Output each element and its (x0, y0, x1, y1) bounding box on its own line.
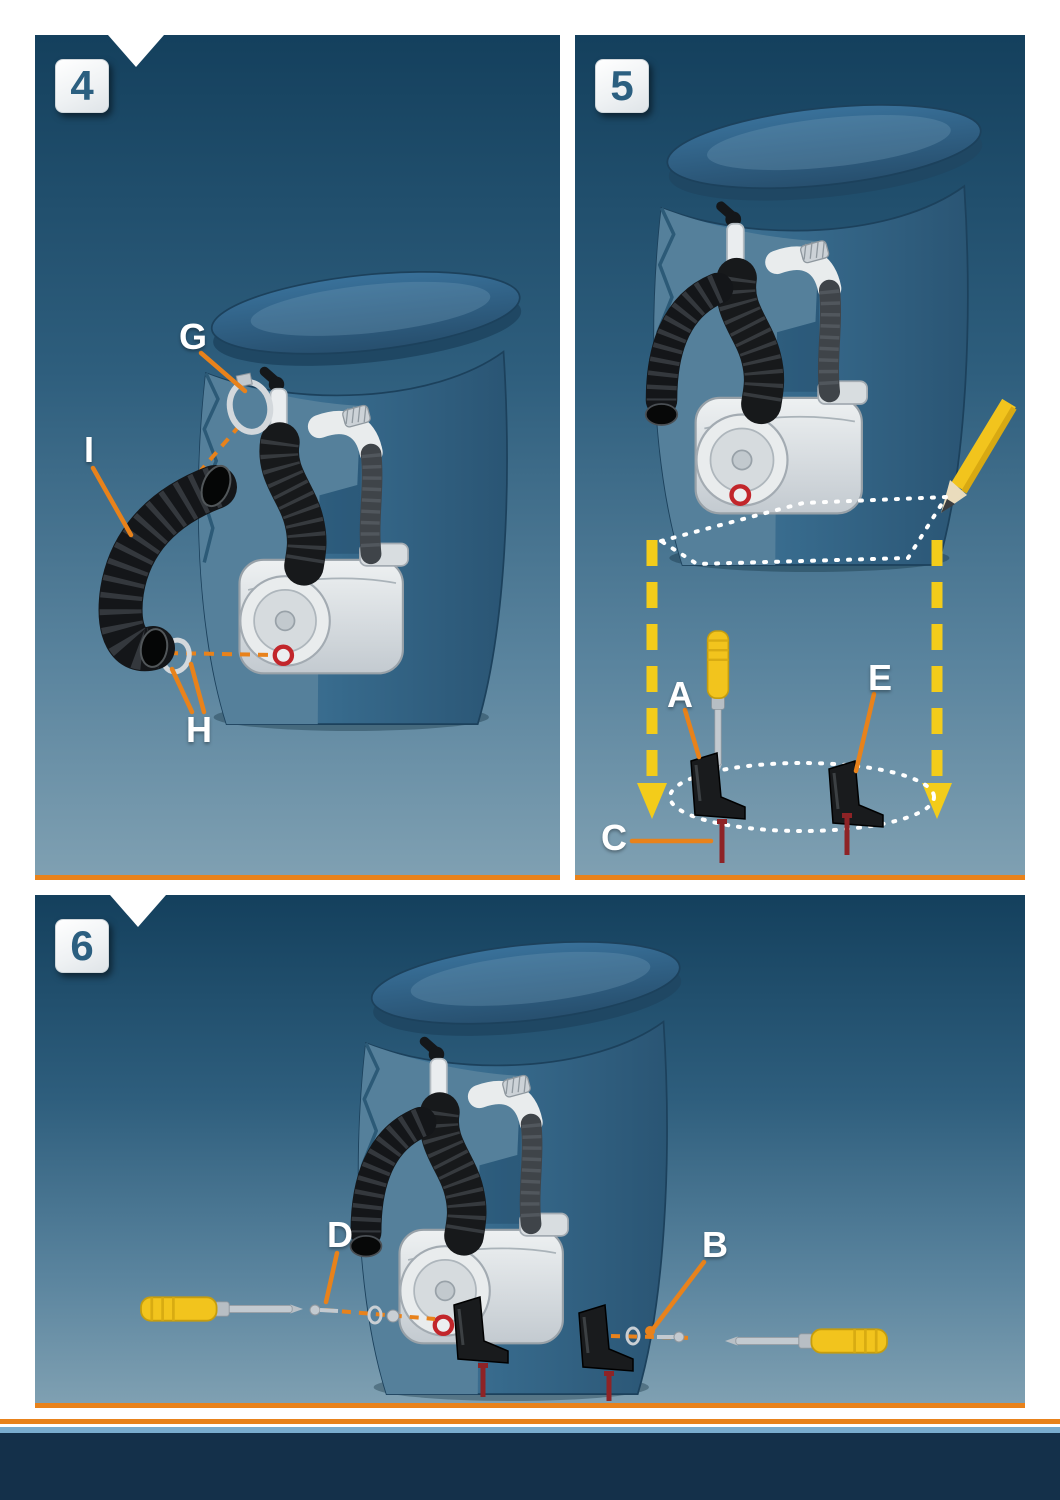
step-4-panel: 4 G I H (35, 35, 560, 880)
down-arrow-right-icon (922, 540, 952, 819)
part-label-a: A (667, 674, 693, 715)
discharge-hose-i-icon (98, 464, 237, 672)
footer-light-blue-line (0, 1427, 1060, 1433)
part-label-g: G (178, 316, 208, 357)
toilet-cutaway-icon (654, 92, 986, 572)
step-5-badge: 5 (595, 59, 649, 113)
part-label-e: E (867, 657, 893, 698)
leader-dot (645, 1326, 655, 1336)
washer-nut-left-icons (367, 1305, 400, 1325)
part-label-i: I (83, 429, 95, 470)
page-footer (0, 1419, 1060, 1500)
step-number: 6 (70, 922, 94, 969)
part-label-h: H (186, 709, 212, 750)
step-4-badge: 4 (55, 59, 109, 113)
hose-clamp-g-icon (226, 372, 274, 435)
step-6-illustration (139, 895, 889, 1408)
leader-lines (629, 691, 877, 844)
screw-d-icon (309, 1304, 339, 1316)
step-5-illustration (629, 35, 1017, 863)
screwdriver-right-icon (723, 1327, 889, 1355)
screwdriver-icon (706, 629, 730, 777)
leader-lines (323, 1250, 707, 1332)
bracket-outline-dashed (668, 761, 936, 833)
part-label-d: D (327, 1214, 353, 1255)
assembly-dashed-lines (167, 423, 274, 657)
pencil-icon (941, 398, 1017, 513)
screw-b-icon (657, 1331, 685, 1343)
step-6-badge: 6 (55, 919, 109, 973)
screwdriver-left-icon (139, 1295, 305, 1323)
part-label-b: B (702, 1224, 728, 1265)
down-arrow-left-icon (637, 540, 667, 819)
step-number: 5 (610, 62, 634, 109)
washer-nut-right-icons (625, 1326, 641, 1346)
step-6-panel: 6 D B (35, 895, 1025, 1408)
step-4-illustration (90, 35, 560, 880)
leader-lines (90, 350, 248, 715)
step-5-panel: 5 A E C (575, 35, 1025, 880)
footer-gap (0, 1424, 1060, 1427)
bracket-a-icon (689, 751, 747, 821)
screw-c-icons (717, 813, 852, 863)
footer-navy-band (0, 1433, 1060, 1500)
toilet-cutaway-icon (199, 259, 525, 731)
screw-icons-red (478, 1363, 614, 1401)
step-number: 4 (70, 62, 94, 109)
part-label-c: C (601, 817, 627, 858)
base-outline-dashed (659, 495, 948, 566)
footer-orange-line (0, 1419, 1060, 1424)
